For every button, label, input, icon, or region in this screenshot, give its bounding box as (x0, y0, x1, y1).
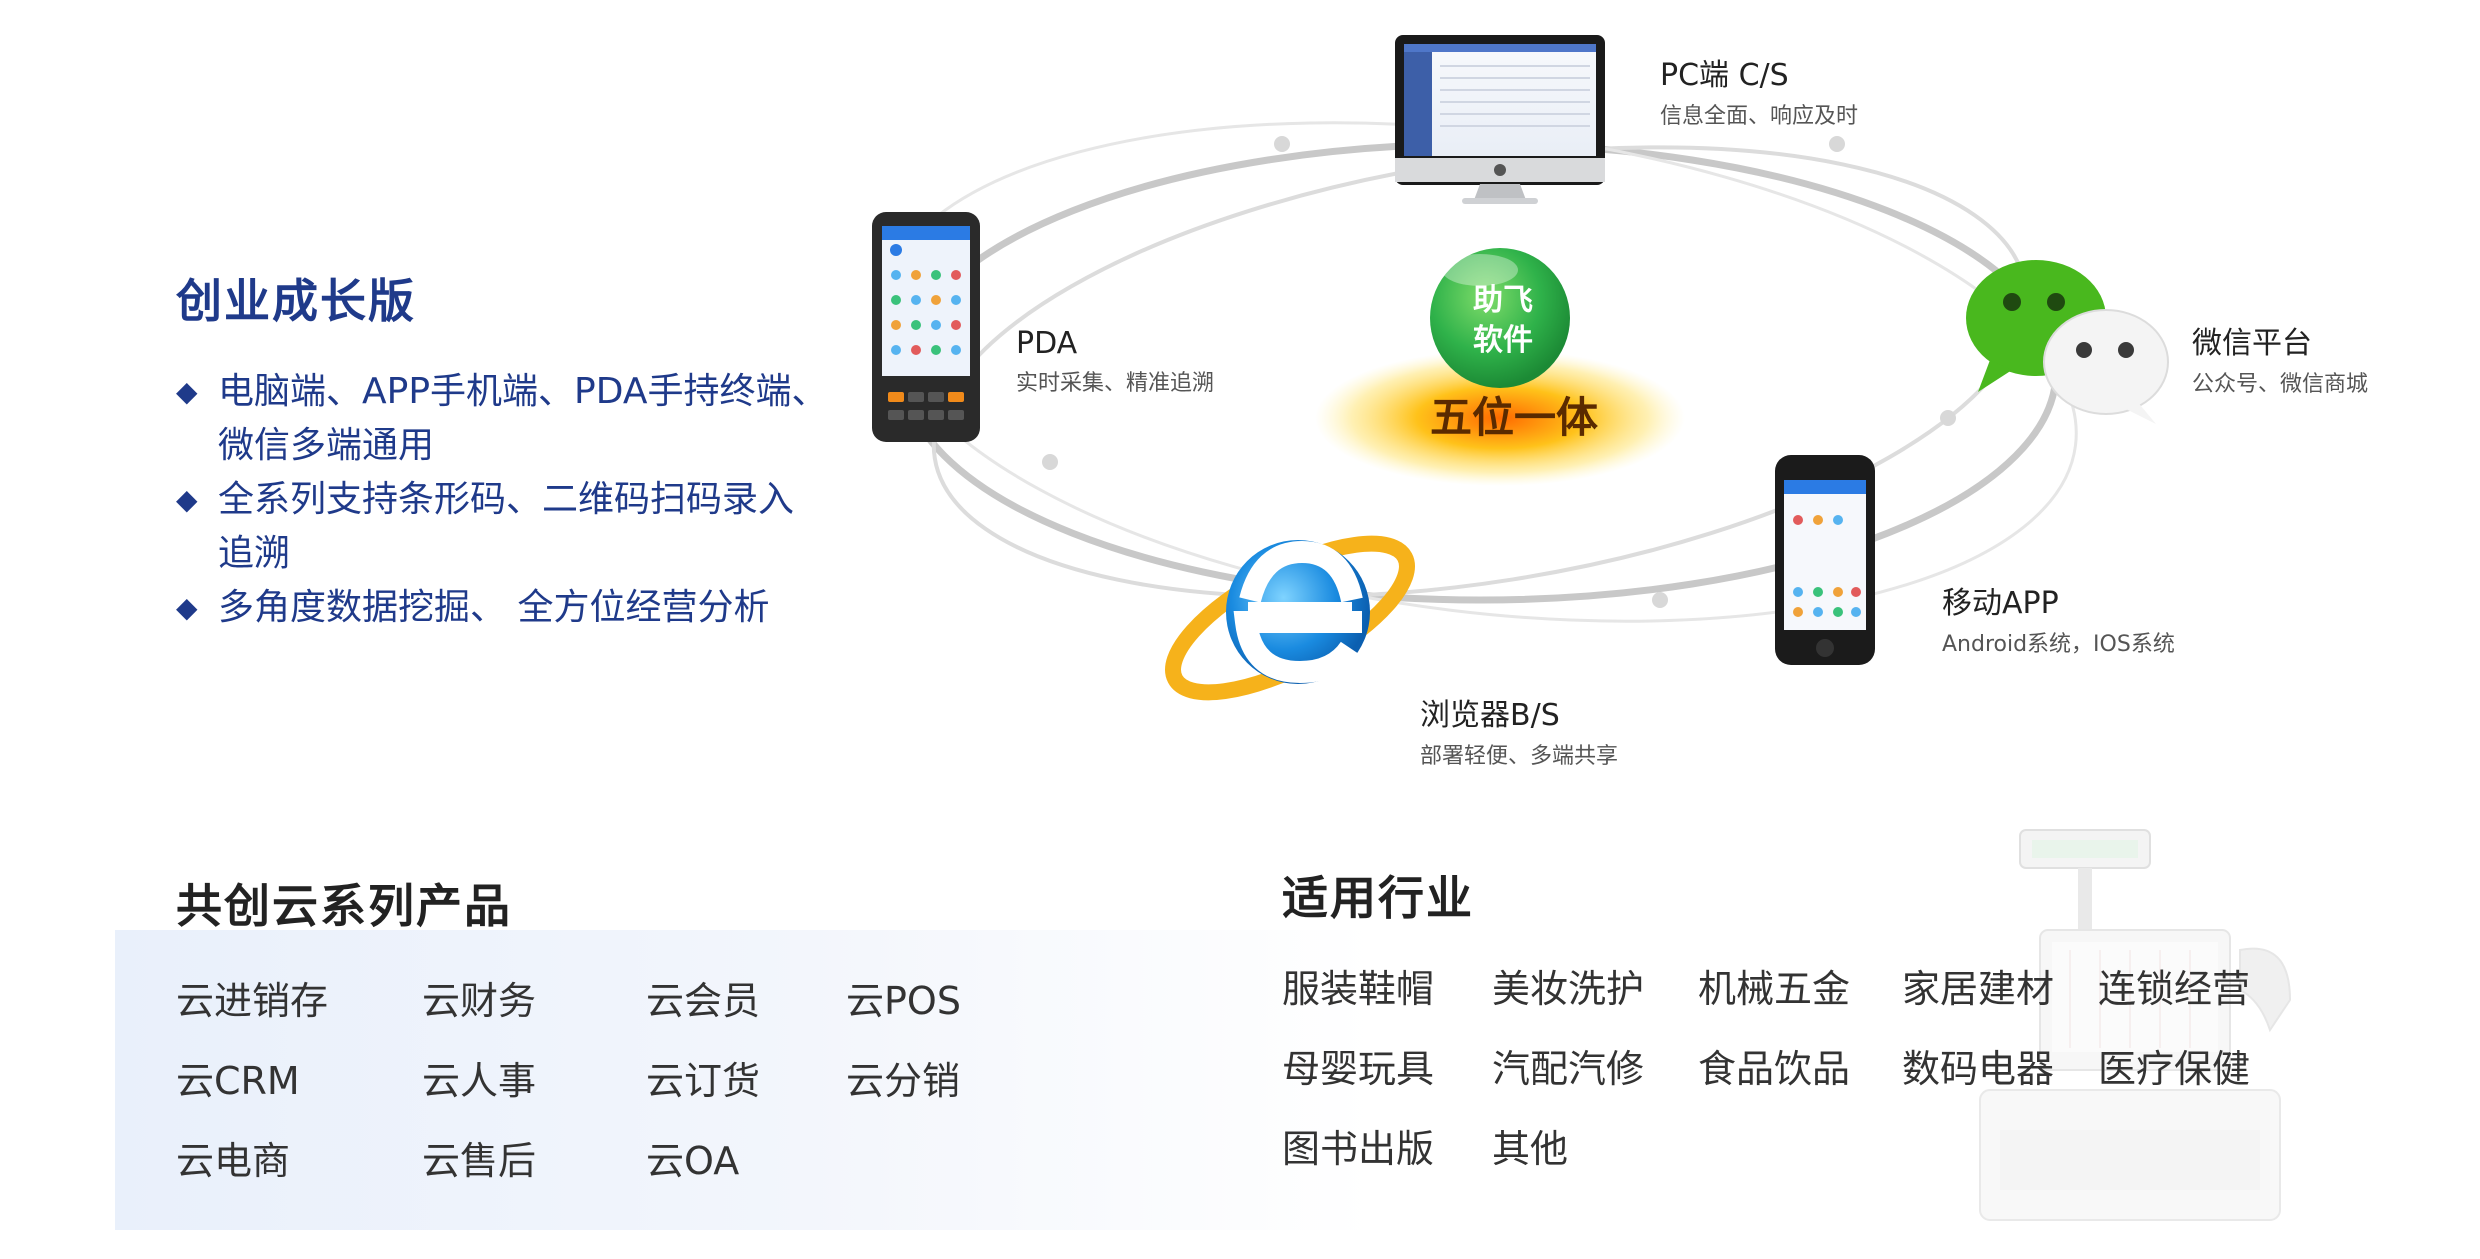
diamond-bullet-icon: ◆ (176, 591, 198, 624)
device-title: PC端 C/S (1660, 58, 1789, 93)
pda-device-icon (872, 212, 980, 442)
industry-item: 数码电器 (1902, 1047, 2055, 1091)
product-item: 云POS (846, 979, 961, 1023)
device-label-wechat: 微信平台 公众号、微信商城 (2192, 318, 2368, 398)
feature-item: ◆ 多角度数据挖掘、 全方位经营分析 (176, 581, 856, 635)
feature-line: 电脑端、APP手机端、PDA手持终端、 (218, 371, 828, 412)
product-item: 云售后 (422, 1139, 537, 1183)
slogan-glow (1315, 350, 1685, 486)
device-subtitle: Android系统，IOS系统 (1942, 632, 2175, 657)
device-label-browser: 浏览器B/S 部署轻便、多端共享 (1420, 690, 1618, 770)
device-title: 移动APP (1942, 586, 2059, 621)
badge-text: 助飞 (1473, 283, 1533, 318)
device-label-pda: PDA 实时采集、精准追溯 (1016, 326, 1214, 397)
products-title: 共创云系列产品 (176, 879, 512, 933)
badge-text: 软件 (1473, 323, 1533, 358)
product-item: 云人事 (422, 1059, 537, 1103)
industry-item: 母婴玩具 (1282, 1047, 1435, 1091)
feature-line: 全系列支持条形码、二维码扫码录入 (218, 479, 795, 520)
feature-line: 追溯 (218, 533, 291, 574)
orbit-dot (1274, 136, 1290, 152)
device-title: PDA (1016, 326, 1078, 361)
device-title: 浏览器B/S (1420, 698, 1560, 733)
orbit-dot (1829, 136, 1845, 152)
feature-item: ◆ 电脑端、APP手机端、PDA手持终端、 微信多端通用 (176, 365, 856, 473)
product-item: 云会员 (646, 979, 761, 1023)
edition-title: 创业成长版 (176, 274, 416, 328)
industry-item: 医疗保健 (2098, 1047, 2251, 1091)
industry-item: 机械五金 (1698, 967, 1851, 1011)
product-item: 云电商 (176, 1139, 291, 1183)
diamond-bullet-icon: ◆ (176, 375, 198, 408)
product-item: 云分销 (846, 1059, 961, 1103)
wechat-logo-icon (1966, 260, 2169, 424)
products-panel-background (115, 930, 1375, 1230)
industry-item: 其他 (1492, 1127, 1569, 1171)
product-item: 云CRM (176, 1059, 300, 1103)
feature-line: 微信多端通用 (218, 425, 435, 466)
feature-list: ◆ 电脑端、APP手机端、PDA手持终端、 微信多端通用 ◆ 全系列支持条形码、… (176, 365, 856, 635)
industry-item: 家居建材 (1902, 967, 2055, 1011)
device-subtitle: 实时采集、精准追溯 (1016, 371, 1215, 396)
smartphone-icon (1775, 455, 1875, 665)
industry-item: 美妆洗护 (1492, 967, 1645, 1011)
feature-line: 多角度数据挖掘、 全方位经营分析 (218, 587, 770, 628)
industry-item: 食品饮品 (1698, 1047, 1851, 1091)
orbit-dot (1042, 454, 1058, 470)
diamond-bullet-icon: ◆ (176, 483, 198, 516)
monitor-icon (1395, 35, 1605, 204)
feature-item: ◆ 全系列支持条形码、二维码扫码录入 追溯 (176, 473, 856, 581)
industry-item: 图书出版 (1282, 1127, 1435, 1171)
device-label-mobile: 移动APP Android系统，IOS系统 (1942, 578, 2175, 658)
product-item: 云订货 (646, 1059, 761, 1103)
device-subtitle: 公众号、微信商城 (2192, 372, 2369, 397)
orbit-dot (1652, 592, 1668, 608)
product-item: 云OA (646, 1139, 740, 1183)
internet-explorer-icon (1165, 535, 1415, 701)
device-title: 微信平台 (2192, 326, 2312, 361)
slogan-text: 五位一体 (1430, 393, 1598, 442)
device-subtitle: 信息全面、响应及时 (1660, 104, 1859, 129)
badge-highlight (1442, 254, 1518, 286)
industry-item: 服装鞋帽 (1282, 967, 1435, 1011)
cash-register-icon (1979, 829, 2292, 1221)
industry-item: 汽配汽修 (1492, 1047, 1645, 1091)
product-item: 云进销存 (176, 979, 329, 1023)
industries-title: 适用行业 (1282, 871, 1474, 925)
orbit-dot (1940, 410, 1956, 426)
brand-badge (1430, 248, 1570, 388)
industry-item: 连锁经营 (2098, 967, 2251, 1011)
device-label-pc: PC端 C/S 信息全面、响应及时 (1660, 50, 1858, 130)
product-item: 云财务 (422, 979, 537, 1023)
device-subtitle: 部署轻便、多端共享 (1420, 744, 1619, 769)
